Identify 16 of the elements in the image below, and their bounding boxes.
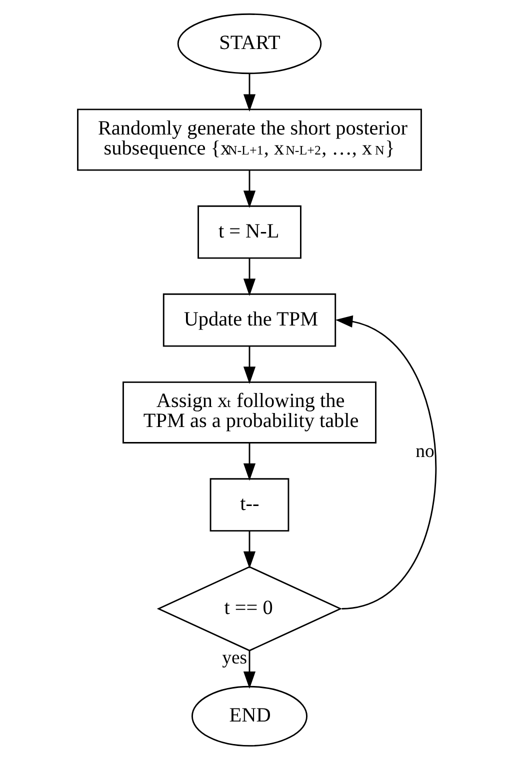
- node-ellipse: END: [190, 686, 307, 747]
- node-box: Assign xt following the TPM as a probability table: [122, 381, 376, 444]
- edge-label: no: [415, 441, 434, 462]
- arrow: [242, 443, 256, 481]
- node-ellipse: START: [176, 13, 322, 74]
- arrow: [334, 315, 436, 610]
- arrow: [242, 74, 256, 112]
- arrow: [242, 531, 256, 569]
- node-box: t = N-L: [197, 205, 301, 259]
- arrow: [242, 258, 256, 296]
- arrow: [242, 170, 256, 208]
- node-box: t--: [209, 478, 289, 532]
- node-diamond: t == 0: [156, 566, 342, 652]
- arrow: [242, 650, 256, 689]
- node-box: Update the TPM: [162, 293, 336, 347]
- arrow: [242, 346, 256, 384]
